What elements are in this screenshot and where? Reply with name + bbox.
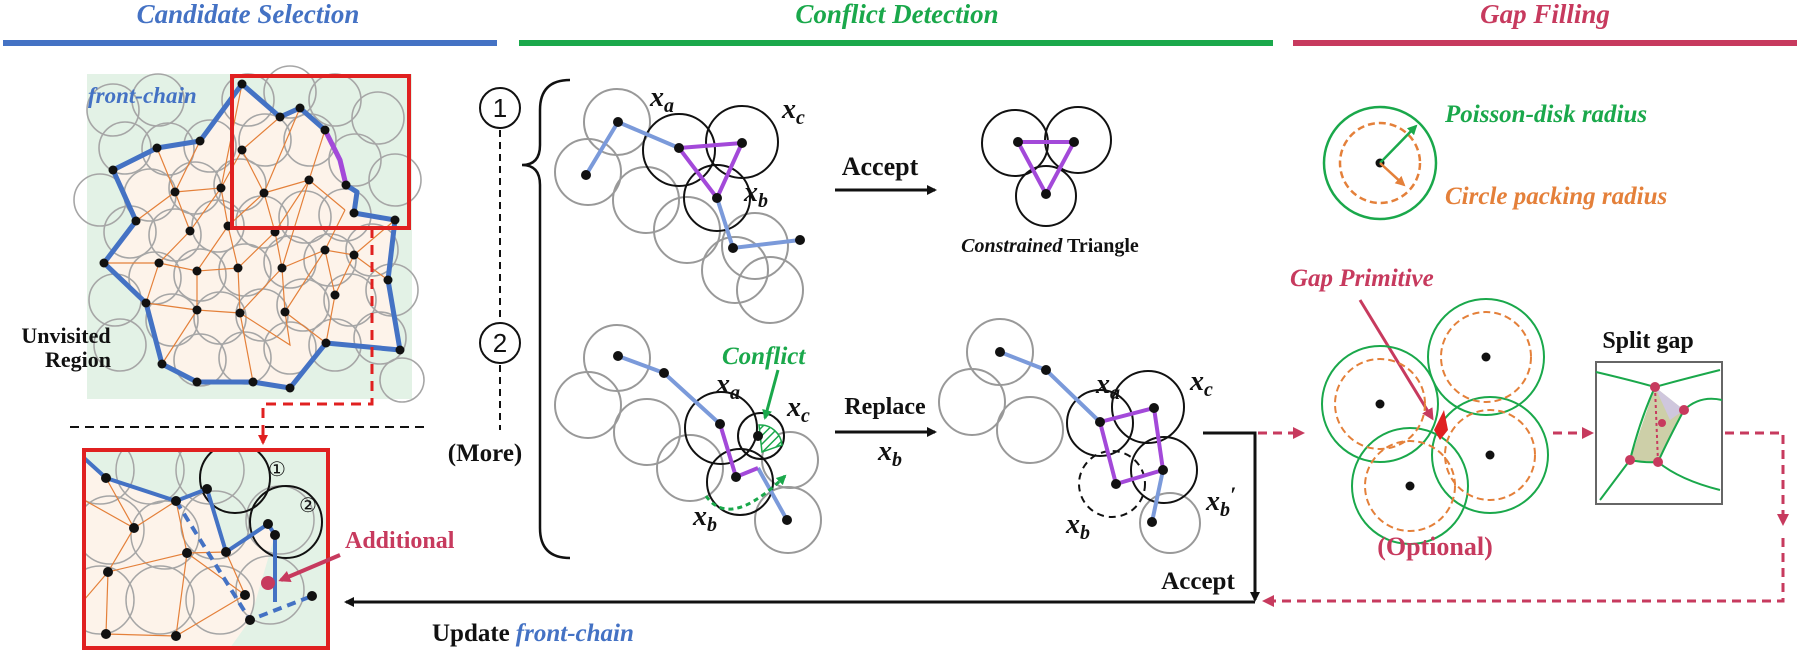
step-1-circle — [479, 87, 521, 129]
step2-xc: xc — [786, 392, 810, 427]
front-chain-label: front-chain — [88, 83, 197, 108]
gap-cluster — [1321, 298, 1549, 545]
split-gap-panel — [1595, 361, 1723, 505]
unvisited-label-line1: Unvisited — [21, 323, 110, 348]
optional-label: (Optional) — [1377, 532, 1493, 561]
zoom-mark-2: ② — [299, 495, 317, 517]
split-gap-label: Split gap — [1602, 328, 1693, 354]
zoom-connector — [258, 228, 374, 445]
unvisited-region-panel — [73, 65, 425, 403]
section-bar-gap — [1293, 40, 1797, 46]
step1-xb: xb — [743, 177, 768, 212]
steps-brace — [521, 78, 571, 560]
gap-primitive-arrow — [1358, 299, 1434, 421]
additional-label: Additional — [345, 528, 455, 554]
section-title-gap: Gap Filling — [1480, 0, 1610, 29]
step-2-number: 2 — [493, 328, 507, 358]
step2-result — [938, 318, 1201, 554]
section-title-candidate: Candidate Selection — [137, 0, 360, 29]
step2-cluster — [554, 324, 822, 554]
gap-flow-out — [1725, 431, 1789, 526]
replace-xb: xb — [877, 436, 902, 471]
step1-xc: xc — [781, 94, 805, 129]
unvisited-label-line2: Region — [45, 347, 111, 372]
step1-xa: xa — [649, 82, 674, 117]
zoom-source-box — [230, 74, 411, 230]
circle-packing-label: Circle packing radius — [1445, 183, 1667, 210]
zoom-panel — [82, 448, 330, 650]
additional-arrow — [278, 553, 341, 583]
conflict-label: Conflict — [722, 343, 806, 370]
result-xb: xb — [1065, 509, 1090, 544]
accept-down-arrow — [1203, 431, 1260, 602]
section-title-conflict: Conflict Detection — [795, 0, 998, 29]
front-chain-tail — [240, 82, 327, 132]
step1-cluster — [554, 88, 805, 324]
step-2-circle — [479, 322, 521, 364]
replace-label: Replace — [844, 394, 926, 420]
step2-xb: xb — [692, 501, 717, 536]
section-bar-conflict — [519, 40, 1273, 46]
step-1-number: 1 — [493, 93, 507, 123]
front-chain-path — [101, 82, 403, 391]
constrained-triangle-label: Constrained Triangle — [961, 235, 1139, 257]
gap-flow-return — [1262, 538, 1785, 607]
result-xb-prime: xb′ — [1205, 482, 1236, 521]
constrained-triangle — [981, 106, 1112, 227]
zoom-mark-1: ① — [268, 459, 286, 481]
step2-xa: xa — [715, 369, 740, 404]
result-xc: xc — [1189, 366, 1213, 401]
result-xa: xa — [1095, 369, 1120, 404]
more-label: (More) — [448, 440, 523, 467]
section-bar-candidate — [3, 40, 497, 46]
additional-point — [261, 576, 275, 590]
accept-bottom-label: Accept — [1161, 568, 1235, 595]
active-segment — [322, 128, 349, 186]
poisson-radius-label: Poisson-disk radius — [1444, 101, 1647, 128]
radius-legend — [1322, 105, 1438, 221]
gap-primitive-label: Gap Primitive — [1290, 265, 1434, 292]
accept-label: Accept — [842, 152, 919, 181]
